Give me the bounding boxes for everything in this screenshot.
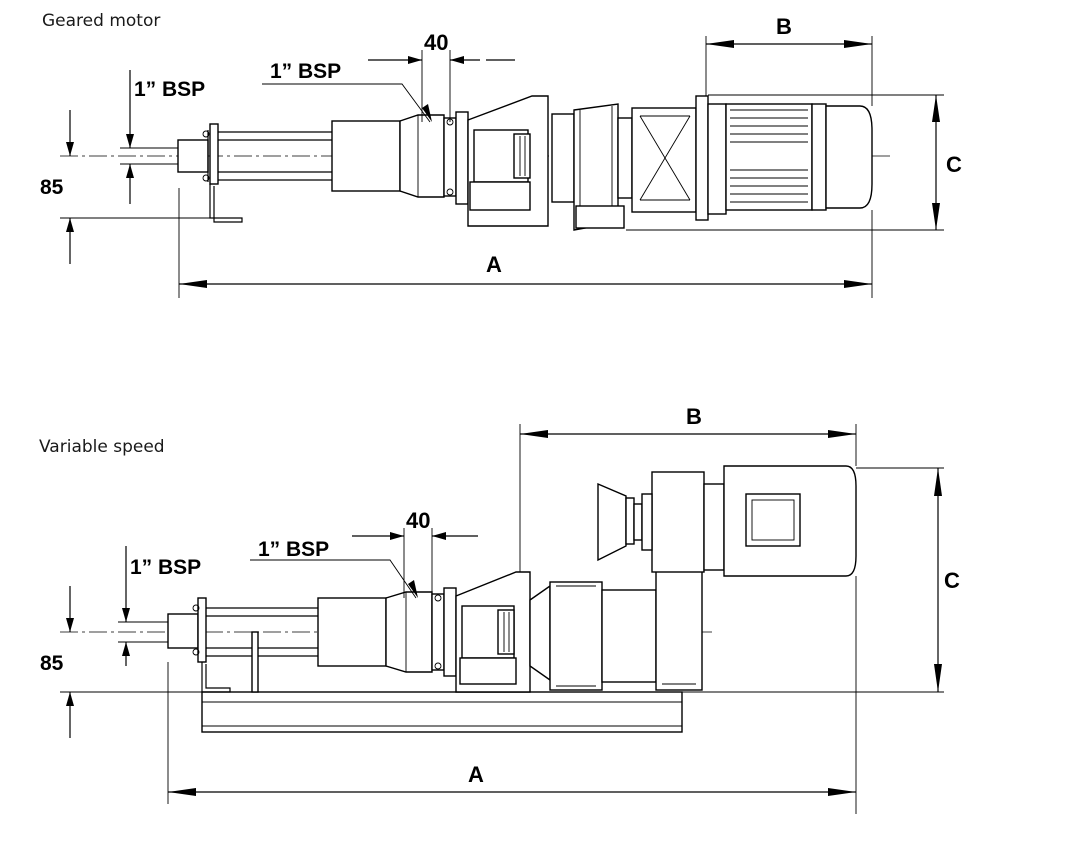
dim-height-label: 85 [40,176,64,199]
dim-offset: 40 [368,30,515,122]
dim-c: C [856,467,960,692]
geared-motor-diagram: Geared motor [40,11,962,298]
geared-motor-caption: Geared motor [42,11,160,31]
dim-b-label: B [686,404,702,429]
base-plate [201,691,683,733]
pump-casing [443,95,549,227]
inlet-port [167,597,231,693]
dim-height: 85 [40,110,210,264]
dim-inlet-port-label: 1” BSP [134,78,205,101]
dim-outlet-port-label: 1” BSP [270,60,341,83]
dim-height-label: 85 [40,652,64,675]
dim-a: A [178,188,873,298]
variator-drive [529,471,705,691]
dim-inlet-port-label: 1” BSP [130,556,201,579]
dim-c-label: C [944,568,960,593]
dim-c: C [626,94,962,231]
motor [695,95,873,221]
dim-inlet-port: 1” BSP [120,70,205,204]
dim-a: A [167,576,857,814]
dim-offset-label: 40 [406,508,430,533]
dim-height: 85 [40,586,944,738]
dim-a-label: A [468,762,484,787]
dim-outlet-port: 1” BSP [262,60,432,123]
inlet-port [177,123,243,223]
dim-c-label: C [946,152,962,177]
motor [703,465,857,577]
stator-tube [218,114,445,198]
pump-casing [431,571,531,693]
dim-offset: 40 [352,508,478,598]
terminal-box [745,493,801,547]
dim-b-label: B [776,14,792,39]
dim-offset-label: 40 [424,30,448,55]
dim-a-label: A [486,252,502,277]
stator-tube [206,591,433,693]
gearbox [551,103,697,231]
dim-b: B [705,14,873,106]
dim-b: B [519,404,857,572]
dim-outlet-port: 1” BSP [250,538,418,599]
variable-speed-caption: Variable speed [39,437,165,457]
dim-outlet-port-label: 1” BSP [258,538,329,561]
variable-speed-diagram: Variable speed [39,404,960,814]
dim-inlet-port: 1” BSP [118,546,201,666]
